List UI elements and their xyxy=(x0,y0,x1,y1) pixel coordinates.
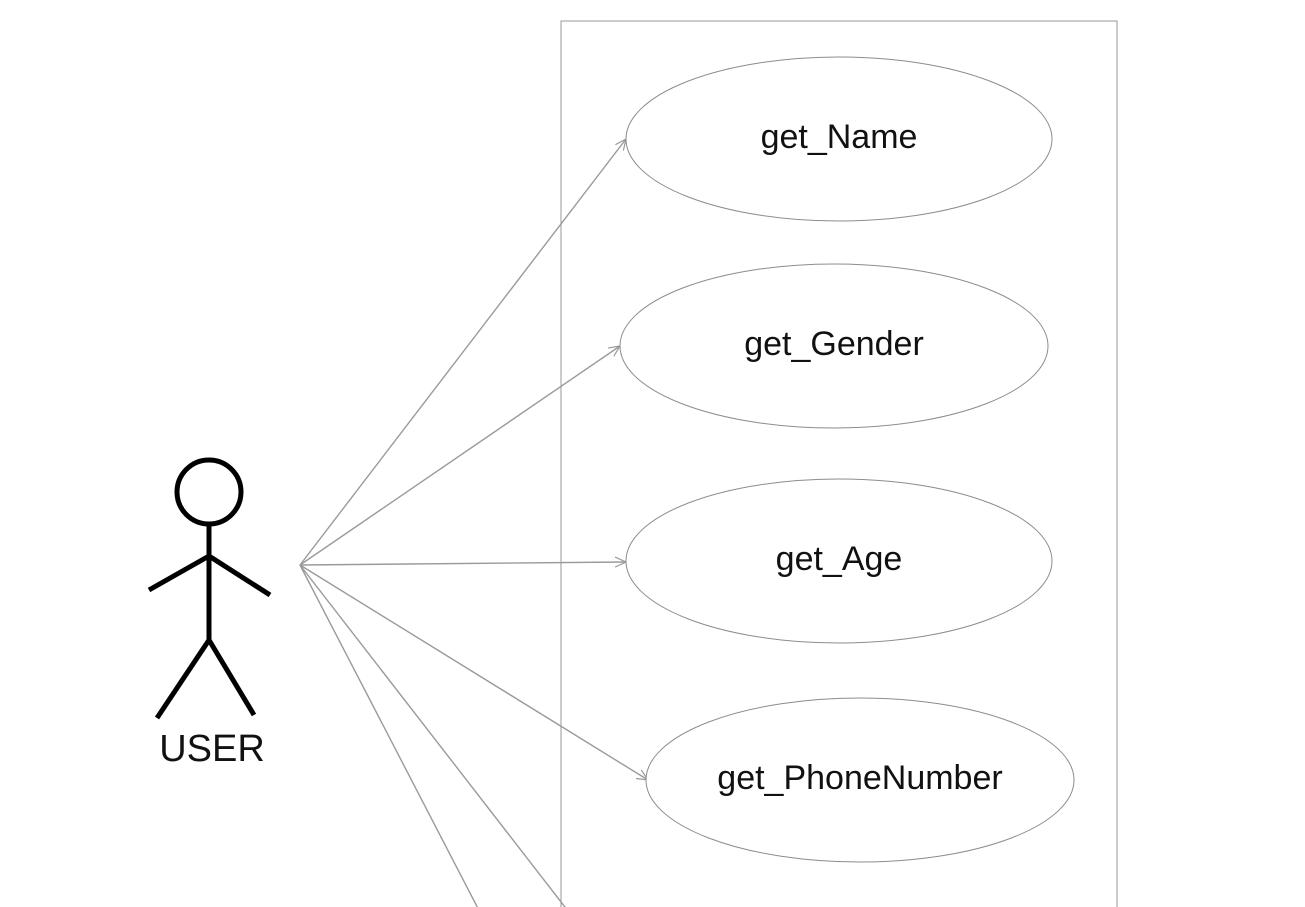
actor-label: USER xyxy=(159,728,265,770)
actor-right-arm xyxy=(207,553,272,598)
use-case-get-age: get_Age xyxy=(625,478,1053,644)
use-case-label: get_Age xyxy=(776,540,903,578)
use-case-label: get_PhoneNumber xyxy=(717,759,1002,797)
use-case-get-gender: get_Gender xyxy=(619,263,1049,429)
association-line-offscreen-2 xyxy=(299,564,479,907)
association-line-phone xyxy=(299,564,648,780)
use-case-get-phone-number: get_PhoneNumber xyxy=(645,697,1075,863)
use-case-ellipse xyxy=(625,478,1053,644)
system-boundary xyxy=(560,20,1118,907)
association-line-age xyxy=(299,562,626,565)
actor-stick-figure-icon xyxy=(147,457,272,720)
use-case-ellipse xyxy=(625,56,1053,222)
association-line-name xyxy=(299,139,626,566)
use-case-get-name: get_Name xyxy=(625,56,1053,222)
use-case-label: get_Name xyxy=(761,118,918,156)
association-line-offscreen-1 xyxy=(299,564,566,907)
actor-left-arm xyxy=(147,553,211,593)
use-case-label: get_Gender xyxy=(744,325,924,363)
association-line-gender xyxy=(299,346,620,566)
actor-head xyxy=(174,457,244,527)
use-case-ellipse xyxy=(619,263,1049,429)
actor-right-leg xyxy=(206,638,257,717)
association-lines xyxy=(299,139,648,907)
use-case-ellipse xyxy=(645,697,1075,863)
actor-left-leg xyxy=(154,638,212,720)
